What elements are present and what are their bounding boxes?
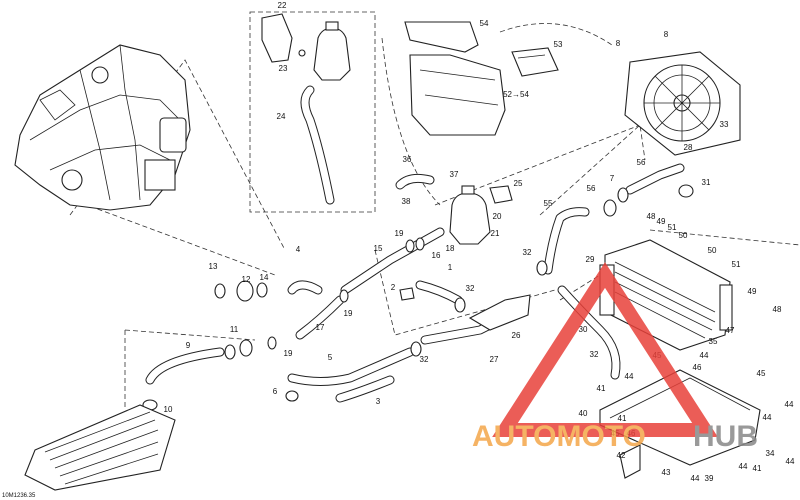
callout-41: 41 — [618, 414, 627, 423]
callout-47: 47 — [726, 326, 735, 335]
callout-19: 19 — [344, 309, 353, 318]
callout-8: 8 — [664, 30, 669, 39]
callout-11: 11 — [230, 325, 239, 334]
callout-5: 5 — [328, 353, 333, 362]
callout-32: 32 — [590, 350, 599, 359]
callout-9: 9 — [186, 341, 191, 350]
callout-25: 25 — [514, 179, 523, 188]
callout-13: 13 — [209, 262, 218, 271]
callout-39: 39 — [705, 474, 714, 483]
callout-19: 19 — [395, 229, 404, 238]
callout-30: 30 — [579, 325, 588, 334]
callout-4: 4 — [296, 245, 301, 254]
callout-27: 27 — [490, 355, 499, 364]
callout-23: 23 — [279, 64, 288, 73]
callout-37: 37 — [450, 170, 459, 179]
callout-12: 12 — [242, 275, 251, 284]
callout-48: 48 — [773, 305, 782, 314]
radiator-fan — [624, 51, 741, 156]
callout-32: 32 — [466, 284, 475, 293]
callout-51: 51 — [732, 260, 741, 269]
callout-10: 10 — [164, 405, 173, 414]
callout-49: 49 — [748, 287, 757, 296]
watermark: AUTOMOTO HUB — [472, 262, 758, 453]
callout-40: 40 — [579, 409, 588, 418]
callout-24: 24 — [277, 112, 286, 121]
callout-18: 18 — [446, 244, 455, 253]
callout-50: 50 — [679, 231, 688, 240]
watermark-text-a: AUTOMOTO — [472, 420, 646, 453]
callout-44: 44 — [700, 351, 709, 360]
callout-43: 43 — [662, 468, 671, 477]
callout-34: 34 — [766, 449, 775, 458]
callout-36: 36 — [403, 155, 412, 164]
callout-32: 32 — [420, 355, 429, 364]
callout-54: 54 — [480, 19, 489, 28]
watermark-text-b: HUB — [693, 420, 758, 453]
callout-56: 56 — [587, 184, 596, 193]
callout-28: 28 — [684, 143, 693, 152]
callout-53: 53 — [554, 40, 563, 49]
callout-16: 16 — [432, 251, 441, 260]
callout-17: 17 — [316, 323, 325, 332]
callout-7: 7 — [610, 174, 615, 183]
callout-44: 44 — [691, 474, 700, 483]
callout-33: 33 — [720, 120, 729, 129]
callout-6: 6 — [273, 387, 278, 396]
callout-22: 22 — [278, 1, 287, 10]
drawing-code: 10M1236.35 — [2, 493, 36, 499]
clamps — [142, 184, 694, 411]
callout-51: 51 — [668, 223, 677, 232]
callout-49: 49 — [657, 217, 666, 226]
callout-45: 45 — [757, 369, 766, 378]
callout-38: 38 — [402, 197, 411, 206]
callout-1: 1 — [448, 263, 453, 272]
callout-52-54: 52→54 — [503, 90, 529, 99]
callout-42: 42 — [617, 451, 626, 460]
callout-41: 41 — [753, 464, 762, 473]
callout-48: 48 — [647, 212, 656, 221]
engine-block — [14, 44, 191, 211]
callout-21: 21 — [491, 229, 500, 238]
callout-8: 8 — [616, 39, 621, 48]
callout-44: 44 — [786, 457, 795, 466]
callout-19: 19 — [284, 349, 293, 358]
callout-32: 32 — [523, 248, 532, 257]
callout-44: 44 — [739, 462, 748, 471]
callout-2: 2 — [391, 283, 396, 292]
callout-46: 46 — [693, 363, 702, 372]
front-radiator — [24, 404, 176, 491]
callout-26: 26 — [512, 331, 521, 340]
callout-44: 44 — [763, 413, 772, 422]
callout-41: 41 — [597, 384, 606, 393]
callout-29: 29 — [586, 255, 595, 264]
callout-50: 50 — [708, 246, 717, 255]
callout-44: 44 — [625, 372, 634, 381]
callout-35: 35 — [709, 337, 718, 346]
callout-3: 3 — [376, 397, 381, 406]
intake-duct — [404, 21, 559, 136]
expansion-tank-upper — [261, 13, 351, 205]
callout-20: 20 — [493, 212, 502, 221]
callout-31: 31 — [702, 178, 711, 187]
mounting-bracket — [599, 369, 761, 479]
callout-55: 55 — [544, 199, 553, 208]
callout-56: 56 — [637, 158, 646, 167]
callout-14: 14 — [260, 273, 269, 282]
callout-15: 15 — [374, 244, 383, 253]
coolant-reservoir — [449, 185, 513, 245]
callout-44: 44 — [785, 400, 794, 409]
